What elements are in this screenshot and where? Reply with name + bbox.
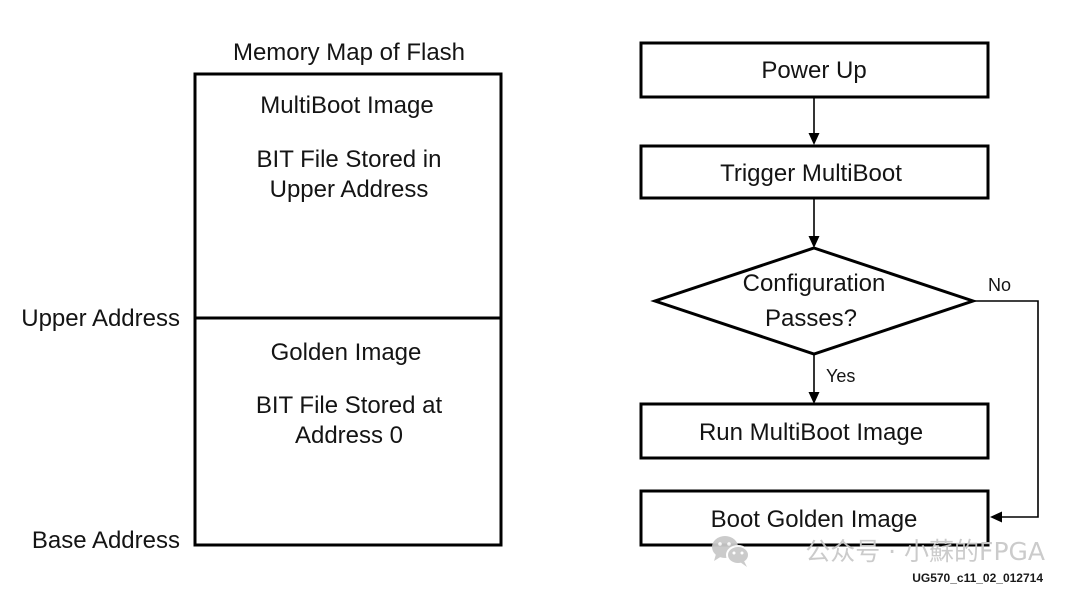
run-multiboot-image-box bbox=[639, 402, 990, 460]
decision-label-line1: Configuration bbox=[743, 270, 886, 297]
wechat-icon bbox=[712, 536, 750, 567]
watermark-text: 公众号 · 小蘇的FPGA bbox=[805, 537, 1045, 566]
boot-golden-image-label: Boot Golden Image bbox=[711, 506, 918, 533]
arrowhead-down-yes bbox=[808, 392, 820, 404]
run-multiboot-image-label: Run MultiBoot Image bbox=[699, 419, 923, 446]
golden-image-desc-line2: Address 0 bbox=[295, 422, 403, 449]
no-branch-connector bbox=[973, 300, 1039, 518]
figure-id: UG570_c11_02_012714 bbox=[912, 571, 1043, 585]
no-branch-label: No bbox=[988, 275, 1011, 295]
boot-golden-image-box bbox=[639, 489, 990, 547]
golden-image-title: Golden Image bbox=[271, 339, 422, 366]
arrowhead-down-1 bbox=[808, 133, 820, 145]
memory-map-title: Memory Map of Flash bbox=[233, 39, 465, 66]
configuration-decision-diamond bbox=[650, 246, 978, 356]
watermark: 公众号 · 小蘇的FPGA bbox=[712, 536, 1045, 567]
arrowhead-left-no bbox=[990, 511, 1002, 523]
power-up-label: Power Up bbox=[761, 57, 866, 84]
trigger-multiboot-label: Trigger MultiBoot bbox=[720, 160, 902, 187]
upper-address-label: Upper Address bbox=[21, 305, 180, 332]
multiboot-image-desc-line1: BIT File Stored in bbox=[257, 146, 442, 173]
flash-memory-block bbox=[193, 72, 503, 547]
boot-flowchart: Power Up Trigger MultiBoot Configuration… bbox=[639, 41, 1039, 547]
base-address-label: Base Address bbox=[32, 527, 180, 554]
multiboot-image-desc-line2: Upper Address bbox=[270, 176, 429, 203]
decision-label-line2: Passes? bbox=[765, 305, 857, 332]
yes-branch-label: Yes bbox=[826, 366, 855, 386]
memory-map: Memory Map of Flash MultiBoot Image BIT … bbox=[21, 39, 503, 554]
multiboot-image-title: MultiBoot Image bbox=[260, 92, 433, 119]
arrowhead-down-2 bbox=[808, 236, 820, 248]
golden-image-desc-line1: BIT File Stored at bbox=[256, 392, 443, 419]
